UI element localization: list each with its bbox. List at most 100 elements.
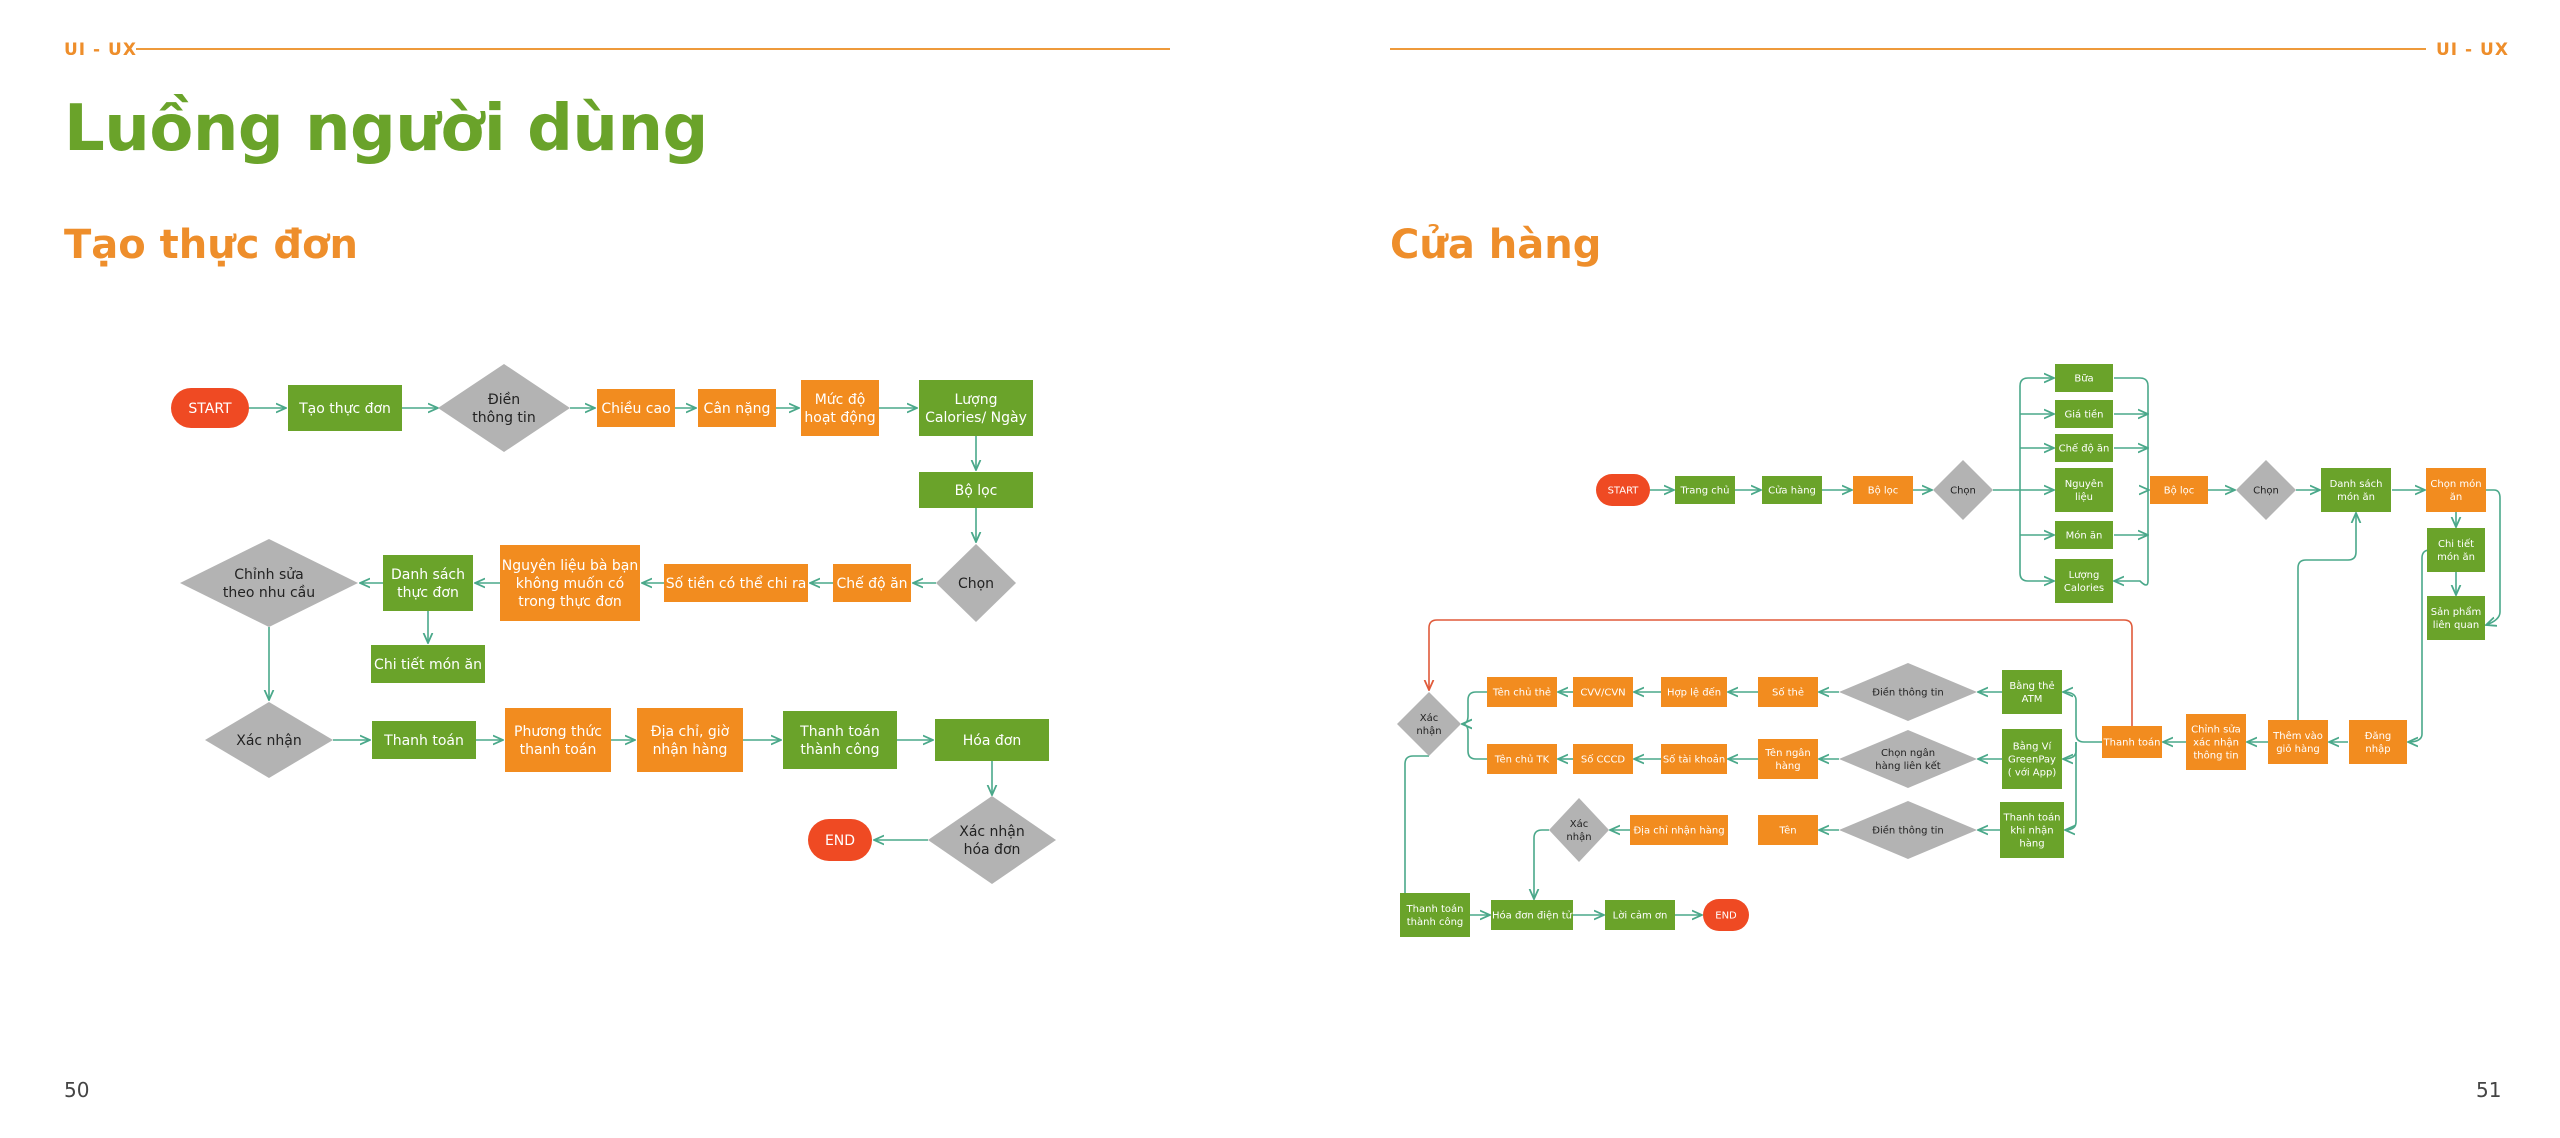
node-mon-an: Món ăn xyxy=(2055,521,2113,549)
svg-text:Tên chủ TK: Tên chủ TK xyxy=(1494,754,1550,766)
svg-text:START: START xyxy=(188,401,232,417)
node-can-nang: Cân nặng xyxy=(698,389,776,427)
flow-arrow xyxy=(2297,513,2356,720)
flow-arrow xyxy=(2486,489,2501,625)
node-hop-le: Hợp lệ đến xyxy=(1661,677,1727,707)
node-hoa-don-dt: Hóa đơn điện tử xyxy=(1491,900,1573,930)
node-so-tai-khoan: Số tài khoản xyxy=(1661,744,1727,774)
svg-text:Cân nặng: Cân nặng xyxy=(704,401,771,417)
svg-text:Lời cảm ơn: Lời cảm ơn xyxy=(1613,910,1668,922)
node-ten: Tên xyxy=(1758,815,1818,845)
node-ten-chu-tk: Tên chủ TK xyxy=(1487,744,1557,774)
flow-arrow xyxy=(2019,490,2054,581)
node-dien-tt1: Điền thông tin xyxy=(1839,663,1977,721)
header-rule xyxy=(1390,48,2426,50)
node-so-tien: Số tiền có thể chi ra xyxy=(664,564,808,602)
svg-text:Tên chủ thẻ: Tên chủ thẻ xyxy=(1492,687,1551,699)
node-hoa-don: Hóa đơn xyxy=(935,719,1049,761)
svg-text:Hóa đơn: Hóa đơn xyxy=(963,733,1021,749)
node-bo-loc1: Bộ lọc xyxy=(1853,476,1913,504)
svg-text:Bữa: Bữa xyxy=(2074,374,2093,385)
svg-text:Chi tiết món ăn: Chi tiết món ăn xyxy=(374,656,482,673)
svg-text:END: END xyxy=(825,833,855,849)
flow-arrow xyxy=(1462,724,1487,760)
svg-text:Xác nhận: Xác nhận xyxy=(236,733,302,749)
node-thanh-toan: Thanh toán xyxy=(372,721,476,759)
node-start: START xyxy=(1596,474,1650,506)
svg-text:Cửa hàng: Cửa hàng xyxy=(1768,485,1816,497)
node-dia-chi-nhan: Địa chỉ nhận hàng xyxy=(1630,815,1728,845)
flow-arrow xyxy=(1462,691,1487,724)
section-title: Cửa hàng xyxy=(1390,222,1602,268)
svg-text:Điền thông tin: Điền thông tin xyxy=(1872,825,1943,837)
node-end: END xyxy=(1703,899,1749,931)
node-chon2: Chọn xyxy=(2236,460,2296,520)
svg-text:Số thẻ: Số thẻ xyxy=(1772,687,1804,699)
page-number: 50 xyxy=(64,1078,90,1102)
svg-text:Tên: Tên xyxy=(1778,825,1796,837)
flow-arrow xyxy=(1534,829,1549,899)
svg-text:Chế độ ăn: Chế độ ăn xyxy=(2059,443,2110,455)
page-number: 51 xyxy=(2476,1078,2502,1102)
flow-arrow xyxy=(2114,377,2149,585)
svg-text:Bộ lọc: Bộ lọc xyxy=(2164,485,2195,497)
node-ten-chu-the: Tên chủ thẻ xyxy=(1487,677,1557,707)
node-bua: Bữa xyxy=(2055,364,2113,392)
svg-text:START: START xyxy=(1608,486,1640,497)
node-so-the: Số thẻ xyxy=(1758,677,1818,707)
flow-arrow xyxy=(1405,755,1429,915)
section-title: Tạo thực đơn xyxy=(64,222,358,268)
node-trang-chu: Trang chủ xyxy=(1675,476,1735,504)
node-dien-tt2: Điền thông tin xyxy=(1839,801,1977,859)
page-left: UI - UX Luồng người dùng Tạo thực đơn ST… xyxy=(64,40,1170,1102)
svg-text:END: END xyxy=(1715,911,1737,922)
svg-text:Bộ lọc: Bộ lọc xyxy=(955,483,998,499)
node-end: END xyxy=(808,819,872,861)
node-thanh-toan: Thanh toán xyxy=(2102,726,2162,758)
svg-text:Số tài khoản: Số tài khoản xyxy=(1663,754,1725,766)
svg-text:Số CCCD: Số CCCD xyxy=(1581,754,1626,766)
node-bo-loc2: Bộ lọc xyxy=(2150,476,2208,504)
node-chon: Chọn xyxy=(936,544,1016,622)
node-chon1: Chọn xyxy=(1933,460,1993,520)
svg-text:Trang chủ: Trang chủ xyxy=(1680,485,1730,497)
svg-text:Thanh toán: Thanh toán xyxy=(2103,737,2161,749)
svg-text:Số tiền có thể chi ra: Số tiền có thể chi ra xyxy=(666,575,807,592)
svg-text:CVV/CVN: CVV/CVN xyxy=(1580,688,1625,699)
header-rule xyxy=(136,48,1170,50)
page-title: Luồng người dùng xyxy=(64,92,708,166)
svg-text:Chế độ ăn: Chế độ ăn xyxy=(836,575,907,592)
